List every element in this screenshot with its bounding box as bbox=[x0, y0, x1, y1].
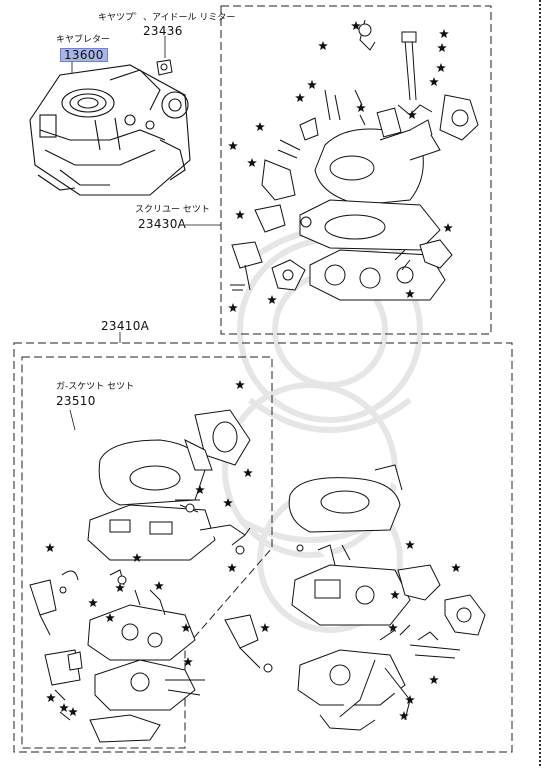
star-icon bbox=[195, 485, 205, 494]
star-icon bbox=[351, 21, 361, 30]
idle-limiter-cap-name-label: キヤツプ゜、アイドール リミター bbox=[98, 13, 236, 23]
carburetor-name-label: キヤブレター bbox=[56, 35, 111, 45]
star-icon bbox=[235, 380, 245, 389]
star-icon bbox=[88, 598, 98, 607]
star-icon bbox=[227, 563, 237, 572]
star-icon bbox=[399, 711, 409, 720]
star-icon bbox=[267, 295, 277, 304]
screw-set-frame bbox=[220, 5, 492, 335]
star-icon bbox=[255, 122, 265, 131]
star-icon bbox=[183, 657, 193, 666]
star-icon bbox=[390, 590, 400, 599]
star-icon bbox=[115, 583, 125, 592]
star-icon bbox=[307, 80, 317, 89]
screw-set-part-number[interactable]: 23430A bbox=[138, 217, 187, 231]
gasket-set-part-number[interactable]: 23510 bbox=[56, 394, 96, 408]
star-icon bbox=[436, 63, 446, 72]
carburetor-part-number[interactable]: 13600 bbox=[60, 48, 108, 62]
star-icon bbox=[451, 563, 461, 572]
carburetor-assembly-drawing bbox=[29, 64, 191, 196]
star-icon bbox=[105, 613, 115, 622]
star-icon bbox=[437, 43, 447, 52]
star-icon bbox=[260, 623, 270, 632]
gasket-set-name-label: ガ-スケツト セツト bbox=[56, 382, 135, 392]
star-icon bbox=[439, 29, 449, 38]
star-icon bbox=[443, 223, 453, 232]
idle-limiter-cap-drawing bbox=[156, 59, 173, 76]
gasket-set-exploded-view bbox=[29, 409, 251, 743]
reference-markers bbox=[45, 21, 461, 720]
leader-gasket-set bbox=[69, 409, 76, 431]
star-icon bbox=[295, 93, 305, 102]
star-icon bbox=[132, 553, 142, 562]
star-icon bbox=[154, 581, 164, 590]
overhaul-kit-frame bbox=[13, 342, 513, 753]
screw-set-exploded-view bbox=[230, 19, 479, 301]
star-icon bbox=[59, 703, 69, 712]
star-icon bbox=[228, 303, 238, 312]
star-icon bbox=[45, 543, 55, 552]
overhaul-kit-exploded-view bbox=[224, 464, 486, 731]
star-icon bbox=[46, 693, 56, 702]
star-icon bbox=[235, 210, 245, 219]
star-icon bbox=[181, 623, 191, 632]
idle-limiter-cap-part-number[interactable]: 23436 bbox=[143, 24, 183, 38]
star-icon bbox=[247, 158, 257, 167]
star-icon bbox=[405, 695, 415, 704]
star-icon bbox=[429, 77, 439, 86]
star-icon bbox=[407, 110, 417, 119]
star-icon bbox=[405, 540, 415, 549]
star-icon bbox=[318, 41, 328, 50]
page-edge-right bbox=[539, 0, 541, 768]
star-icon bbox=[405, 289, 415, 298]
star-icon bbox=[388, 623, 398, 632]
star-icon bbox=[228, 141, 238, 150]
star-icon bbox=[68, 707, 78, 716]
star-icon bbox=[429, 675, 439, 684]
star-icon bbox=[356, 103, 366, 112]
star-icon bbox=[243, 468, 253, 477]
overhaul-kit-part-number[interactable]: 23410A bbox=[101, 319, 150, 333]
star-icon bbox=[223, 498, 233, 507]
screw-set-name-label: スクリユー セツト bbox=[135, 205, 210, 215]
